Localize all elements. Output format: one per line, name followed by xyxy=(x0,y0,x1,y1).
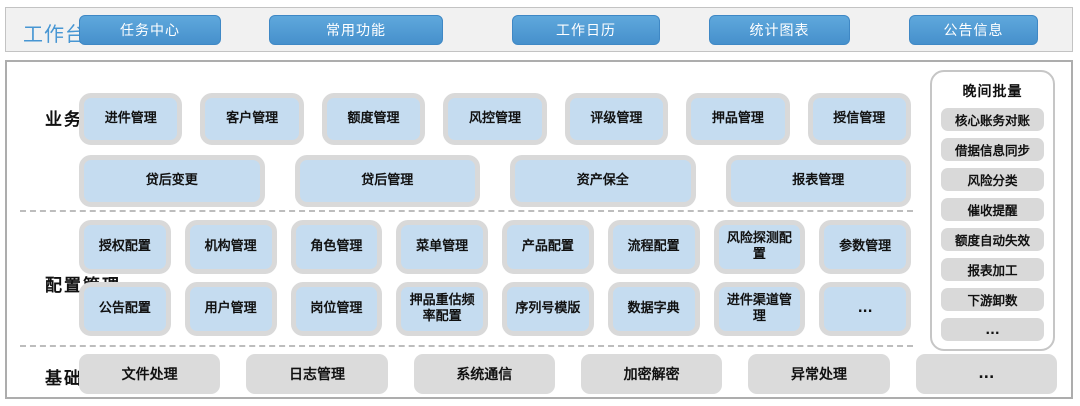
module-box: 参数管理 xyxy=(819,220,911,274)
module-box: 客户管理 xyxy=(200,93,304,145)
workbench-button-work-calendar: 工作日历 xyxy=(512,15,660,45)
business-row-2: 贷后变更 贷后管理 资产保全 报表管理 xyxy=(79,155,911,207)
module-box: 数据字典 xyxy=(607,282,700,336)
config-row-1: 授权配置 机构管理 角色管理 菜单管理 产品配置 流程配置 风险探测配置 参数管… xyxy=(79,220,911,274)
service-box: 日志管理 xyxy=(246,354,388,394)
night-batch-panel: 晚间批量 核心账务对账 借据信息同步 风险分类 催收提醒 额度自动失效 报表加工… xyxy=(930,70,1055,351)
business-row-1: 进件管理 客户管理 额度管理 风控管理 评级管理 押品管理 授信管理 xyxy=(79,93,911,145)
module-box: 序列号模版 xyxy=(502,282,594,336)
service-box: 文件处理 xyxy=(79,354,221,394)
workbench-button-announcement-info: 公告信息 xyxy=(909,15,1038,45)
workbench-button-task-center: 任务中心 xyxy=(79,15,221,45)
service-box: ... xyxy=(915,354,1057,394)
module-box: 授信管理 xyxy=(807,93,911,145)
section-divider xyxy=(20,345,913,347)
base-services-row: 文件处理 日志管理 系统通信 加密解密 异常处理 ... xyxy=(79,354,1057,394)
config-row-2: 公告配置 用户管理 岗位管理 押品重估频率配置 序列号模版 数据字典 进件渠道管… xyxy=(79,282,911,336)
module-box: 机构管理 xyxy=(184,220,277,274)
batch-item: 催收提醒 xyxy=(941,198,1044,221)
batch-item: 核心账务对账 xyxy=(941,108,1044,131)
night-batch-title: 晚间批量 xyxy=(962,84,1023,100)
module-box: 菜单管理 xyxy=(396,220,488,274)
service-box: 异常处理 xyxy=(748,354,890,394)
batch-item: 报表加工 xyxy=(941,258,1044,281)
module-box: 评级管理 xyxy=(564,93,669,145)
module-box: 角色管理 xyxy=(290,220,383,274)
module-box: 进件管理 xyxy=(79,93,183,145)
service-box: 加密解密 xyxy=(580,354,723,394)
batch-item: 风险分类 xyxy=(941,168,1044,191)
module-box: 流程配置 xyxy=(607,220,700,274)
module-box: ... xyxy=(819,282,911,336)
batch-item: 额度自动失效 xyxy=(941,228,1044,251)
module-box: 贷后变更 xyxy=(79,155,265,207)
module-box: 风险探测配置 xyxy=(713,220,806,274)
module-box: 产品配置 xyxy=(502,220,594,274)
service-box: 系统通信 xyxy=(413,354,555,394)
workbench-button-statistics-charts: 统计图表 xyxy=(709,15,850,45)
workbench-bar: 工作台 任务中心 常用功能 工作日历 统计图表 公告信息 xyxy=(5,7,1073,52)
module-box: 进件渠道管理 xyxy=(713,282,806,336)
architecture-panel: 业务管理 进件管理 客户管理 额度管理 风控管理 评级管理 押品管理 授信管理 … xyxy=(5,60,1073,399)
workbench-button-common-functions: 常用功能 xyxy=(269,15,443,45)
module-box: 授权配置 xyxy=(79,220,171,274)
module-box: 用户管理 xyxy=(184,282,277,336)
module-box: 额度管理 xyxy=(321,93,426,145)
batch-item: ... xyxy=(941,318,1044,341)
module-box: 风控管理 xyxy=(443,93,547,145)
module-box: 押品重估频率配置 xyxy=(396,282,488,336)
module-box: 公告配置 xyxy=(79,282,171,336)
workbench-label: 工作台 xyxy=(23,22,86,46)
module-box: 资产保全 xyxy=(510,155,696,207)
batch-item: 下游卸数 xyxy=(941,288,1044,311)
batch-item: 借据信息同步 xyxy=(941,138,1044,161)
section-divider xyxy=(20,210,913,212)
module-box: 岗位管理 xyxy=(290,282,383,336)
module-box: 贷后管理 xyxy=(294,155,480,207)
module-box: 报表管理 xyxy=(725,155,911,207)
module-box: 押品管理 xyxy=(686,93,790,145)
